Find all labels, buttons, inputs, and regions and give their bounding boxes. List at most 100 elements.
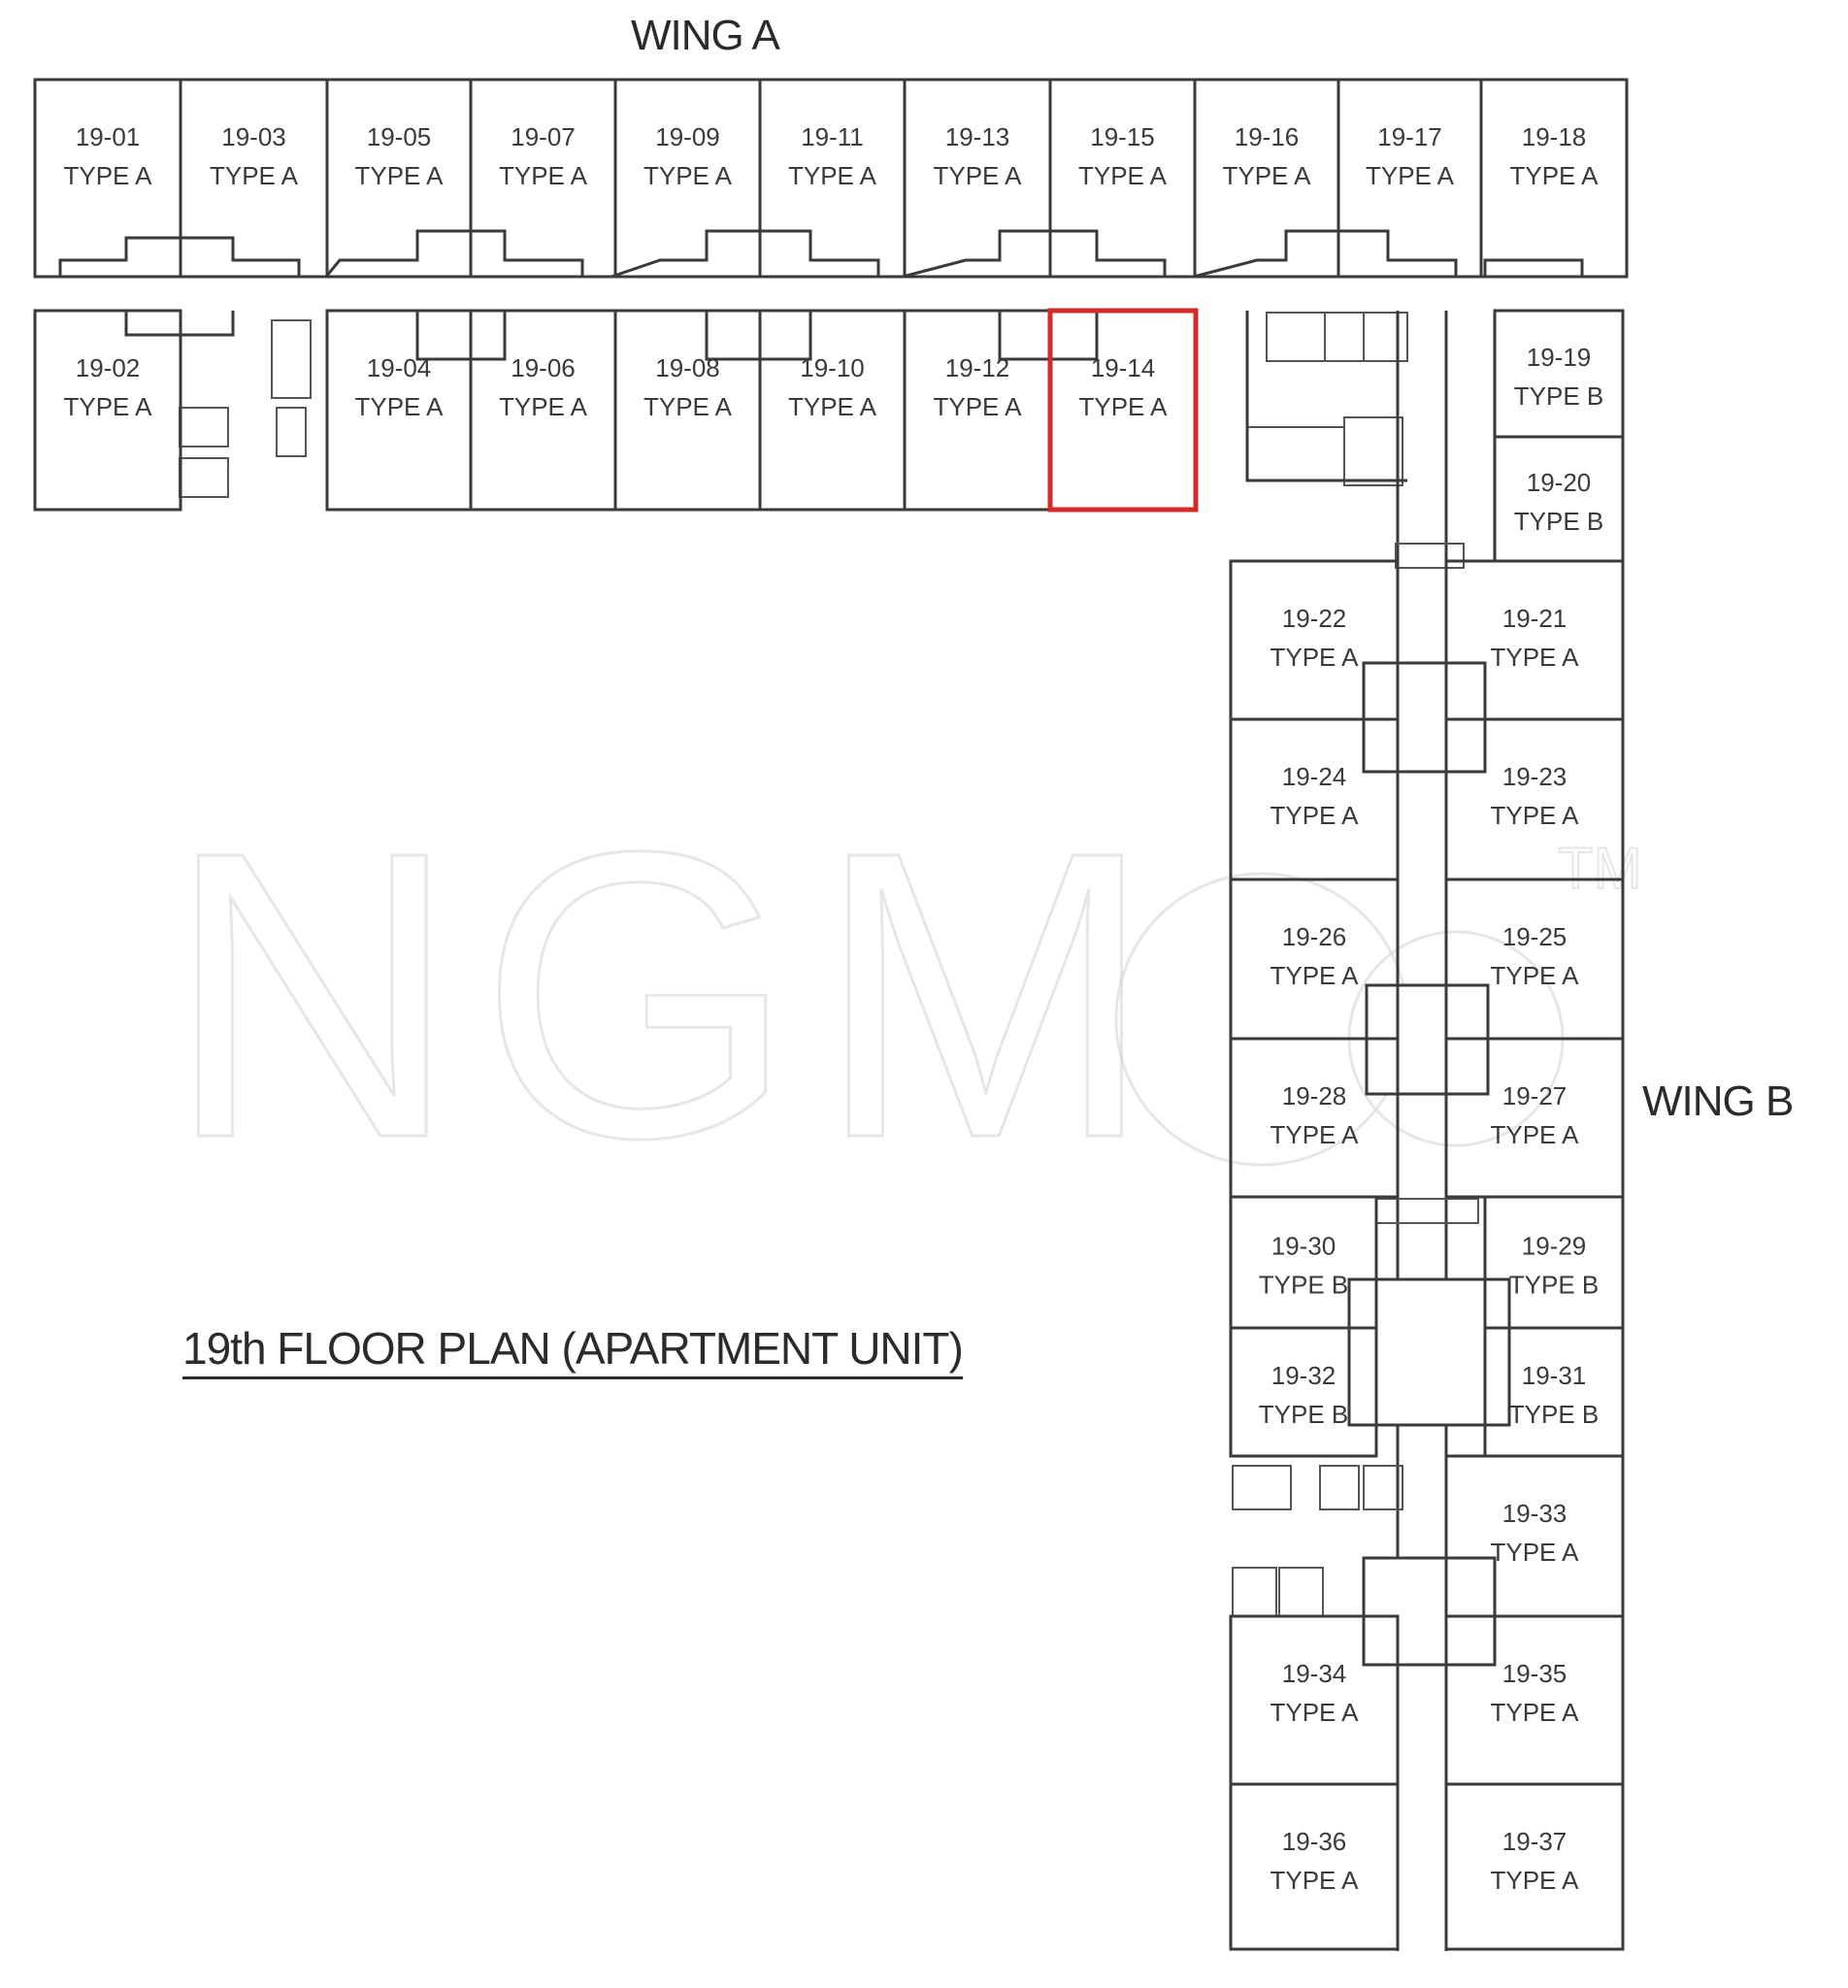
unit-number: 19-15: [1090, 122, 1155, 151]
unit-number: 19-17: [1377, 122, 1442, 151]
unit-number: 19-09: [655, 122, 720, 151]
unit-type: TYPE A: [354, 392, 444, 421]
unit-type: TYPE A: [1270, 643, 1359, 672]
unit-number: 19-06: [511, 353, 576, 382]
unit-type: TYPE B: [1514, 381, 1603, 411]
unit-number: 19-33: [1502, 1499, 1568, 1528]
plan-title: 19th FLOOR PLAN (APARTMENT UNIT): [182, 1322, 964, 1379]
unit-type: TYPE A: [1270, 1866, 1359, 1895]
unit-type: TYPE A: [1509, 161, 1599, 190]
unit-number: 19-25: [1502, 922, 1568, 951]
service-core-north: [1245, 311, 1408, 486]
unit-number: 19-19: [1527, 343, 1592, 372]
unit-type: TYPE A: [1490, 1698, 1579, 1727]
unit-number: 19-35: [1502, 1659, 1568, 1688]
unit-type: TYPE A: [499, 161, 588, 190]
unit-type: TYPE A: [354, 161, 444, 190]
unit-type: TYPE A: [1270, 1698, 1359, 1727]
unit-number: 19-02: [76, 353, 141, 382]
unit-outline: [1479, 78, 1629, 279]
unit-number: 19-24: [1282, 762, 1347, 791]
unit-type: TYPE B: [1509, 1400, 1599, 1429]
unit-number: 19-34: [1282, 1659, 1347, 1688]
unit-type: TYPE A: [1490, 1120, 1579, 1149]
unit-number: 19-01: [76, 122, 141, 151]
unit-number: 19-03: [221, 122, 286, 151]
unit-outline: [1444, 1782, 1625, 1951]
unit-type: TYPE A: [1078, 161, 1168, 190]
unit-number: 19-23: [1502, 762, 1568, 791]
unit-type: TYPE B: [1514, 507, 1603, 536]
unit-number: 19-29: [1522, 1232, 1587, 1261]
unit-number: 19-26: [1282, 922, 1347, 951]
unit-type: TYPE A: [210, 161, 299, 190]
watermark: NGM TM: [164, 767, 1643, 1225]
unit-number: 19-22: [1282, 604, 1347, 633]
unit-outline: [1229, 1782, 1400, 1951]
unit-outline: [33, 309, 182, 512]
unit-type: TYPE A: [499, 392, 588, 421]
watermark-tm: TM: [1558, 836, 1642, 901]
unit-number: 19-18: [1522, 122, 1587, 151]
unit-number: 19-10: [800, 353, 865, 382]
unit-number: 19-32: [1271, 1361, 1336, 1390]
unit-type: TYPE A: [1222, 161, 1311, 190]
unit-number: 19-08: [655, 353, 720, 382]
unit-type: TYPE A: [788, 392, 877, 421]
wing-a-label: WING A: [631, 12, 780, 59]
unit-type: TYPE A: [1490, 961, 1579, 990]
unit-number: 19-11: [801, 122, 864, 151]
unit-outline: [1493, 435, 1625, 563]
unit-number: 19-16: [1235, 122, 1300, 151]
unit-number: 19-31: [1522, 1361, 1587, 1390]
unit-number: 19-28: [1282, 1081, 1347, 1110]
unit-type: TYPE A: [1270, 1120, 1359, 1149]
unit-number: 19-07: [511, 122, 576, 151]
unit-type: TYPE A: [1490, 643, 1579, 672]
unit-type: TYPE A: [788, 161, 877, 190]
unit-type: TYPE A: [1270, 961, 1359, 990]
unit-number: 19-20: [1527, 468, 1592, 497]
unit-number: 19-05: [367, 122, 432, 151]
unit-number: 19-21: [1502, 604, 1568, 633]
wing-b-label: WING B: [1642, 1077, 1794, 1125]
unit-type: TYPE A: [63, 161, 152, 190]
unit-number: 19-37: [1502, 1827, 1568, 1856]
unit-outline: [1229, 1326, 1378, 1458]
unit-type: TYPE B: [1259, 1271, 1348, 1300]
unit-type: TYPE A: [1490, 1538, 1579, 1567]
unit-type: TYPE A: [644, 392, 733, 421]
unit-type: TYPE B: [1259, 1400, 1348, 1429]
unit-number: 19-12: [945, 353, 1010, 382]
unit-type: TYPE A: [1270, 801, 1359, 830]
unit-outline: [1493, 309, 1625, 439]
unit-type: TYPE A: [1078, 392, 1168, 421]
unit-type: TYPE B: [1509, 1271, 1599, 1300]
unit-type: TYPE A: [1490, 1866, 1579, 1895]
unit-type: TYPE A: [644, 161, 733, 190]
